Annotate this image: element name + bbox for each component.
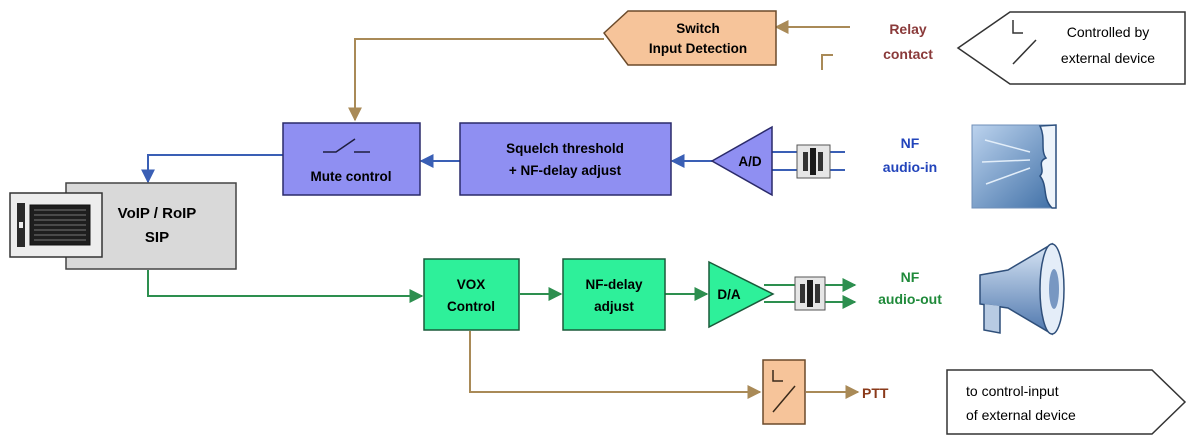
ad-converter-block: A/D [710, 125, 773, 197]
vox-to-ptt-line [469, 331, 762, 399]
nf-out-label-line1: NF [901, 269, 920, 285]
external-device-callout-bottom: to control-input of external device [946, 369, 1187, 435]
nf-in-label-line2: audio-in [883, 159, 937, 175]
ptt-switch-block [762, 359, 806, 425]
switch-block-line1: Switch [676, 21, 720, 36]
voip-device: VoIP / RoIP SIP [9, 182, 237, 270]
mute-block-label: Mute control [311, 169, 392, 184]
nfdelay-line2: adjust [594, 299, 634, 314]
vox-line1: VOX [457, 277, 486, 292]
callout-bottom-line2: of external device [966, 407, 1076, 423]
ad-label: A/D [738, 154, 762, 169]
nfdelay-line1: NF-delay [585, 277, 643, 292]
audio-out-jack-icon [794, 276, 826, 311]
relay-label-line1: Relay [889, 21, 927, 37]
callout-top-line1: Controlled by [1067, 24, 1150, 40]
squelch-line1: Squelch threshold [506, 141, 624, 156]
da-converter-block: D/A [708, 260, 775, 329]
switch-input-detection-block: Switch Input Detection [602, 10, 777, 66]
mute-to-voip-line [141, 154, 283, 184]
nf-in-label-line1: NF [901, 135, 920, 151]
external-device-callout-top: Controlled by external device [956, 11, 1186, 85]
voip-line2: SIP [145, 229, 169, 246]
relay-label-line2: contact [883, 46, 933, 62]
switch-block-line2: Input Detection [649, 41, 747, 56]
speaking-face-icon [971, 124, 1057, 209]
callout-top-line2: external device [1061, 50, 1155, 66]
voip-line1: VoIP / RoIP [118, 205, 197, 222]
callout-bottom-line1: to control-input [966, 383, 1059, 399]
voip-to-vox-line [147, 270, 424, 303]
squelch-line2: + NF-delay adjust [509, 163, 622, 178]
ptt-label: PTT [862, 385, 889, 401]
nf-out-label-line2: audio-out [878, 291, 942, 307]
relay-contact-symbol [821, 54, 833, 70]
squelch-block: Squelch threshold + NF-delay adjust [459, 122, 672, 196]
switch-to-mute-line [348, 38, 604, 122]
mute-switch-icon [323, 138, 370, 153]
nf-delay-block: NF-delay adjust [562, 258, 666, 331]
external-switch-icon [1012, 20, 1037, 65]
loudspeaker-icon [979, 242, 1065, 336]
da-label: D/A [717, 287, 741, 302]
vox-control-block: VOX Control [423, 258, 520, 331]
mute-control-block: Mute control [282, 122, 421, 196]
vox-line2: Control [447, 299, 495, 314]
rj45-port-icon [17, 203, 91, 247]
audio-in-jack-icon [796, 144, 831, 179]
ptt-switch-icon [772, 370, 796, 413]
